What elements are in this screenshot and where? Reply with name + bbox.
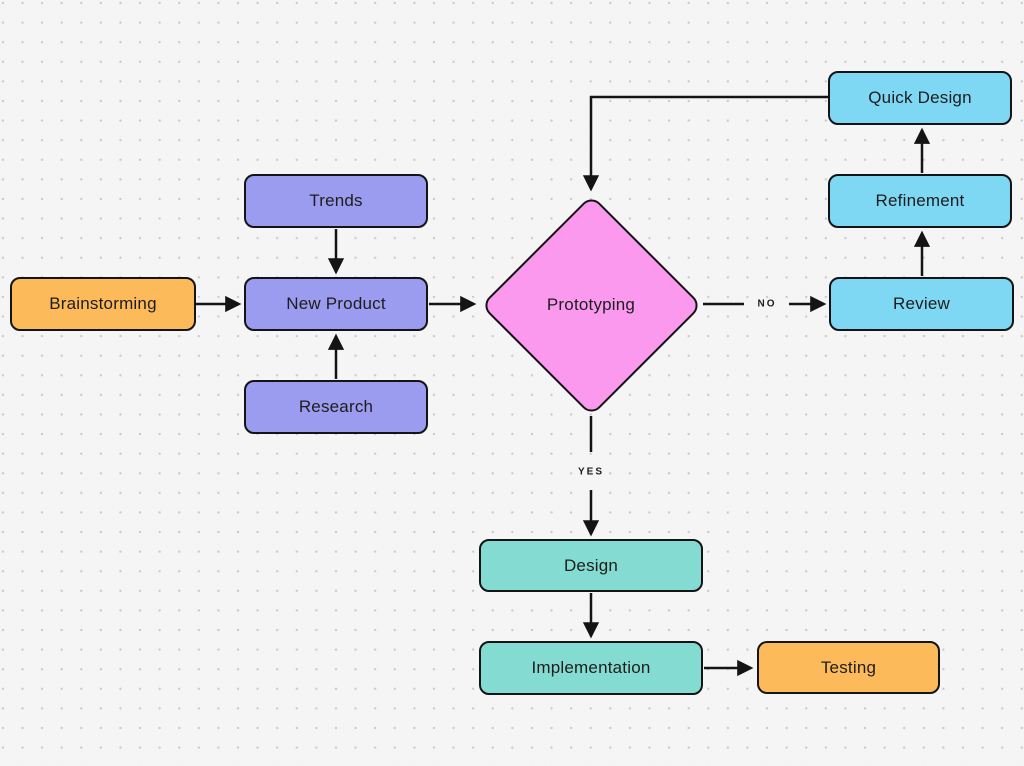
node-prototyping-label: Prototyping xyxy=(546,295,636,314)
node-new-product-label: New Product xyxy=(286,294,386,313)
node-implementation-label: Implementation xyxy=(531,658,651,677)
node-refinement[interactable]: Refinement xyxy=(828,174,1012,228)
node-brainstorming-label: Brainstorming xyxy=(49,294,157,313)
node-trends[interactable]: Trends xyxy=(244,174,428,228)
edge-label-no: NO xyxy=(757,298,777,310)
node-prototyping[interactable]: Prototyping xyxy=(479,193,703,417)
node-design-label: Design xyxy=(563,555,619,575)
node-refinement-label: Refinement xyxy=(875,191,965,210)
node-implementation[interactable]: Implementation xyxy=(479,641,703,695)
node-quick-design-label: Quick Design xyxy=(868,88,972,107)
node-quick-design[interactable]: Quick Design xyxy=(828,71,1012,125)
node-testing[interactable]: Testing xyxy=(757,641,940,694)
node-review[interactable]: Review xyxy=(829,277,1014,331)
node-new-product[interactable]: New Product xyxy=(244,277,428,331)
edge-quickdesign-prototyping xyxy=(582,95,828,192)
node-research-label: Research xyxy=(298,397,374,416)
edge-label-yes: YES xyxy=(577,466,605,478)
node-design[interactable]: Design xyxy=(479,539,703,592)
node-research[interactable]: Research xyxy=(244,380,428,434)
node-review-label: Review xyxy=(893,294,950,313)
node-testing-label: Testing xyxy=(820,657,877,677)
node-trends-label: Trends xyxy=(309,191,363,210)
node-brainstorming[interactable]: Brainstorming xyxy=(10,277,196,331)
